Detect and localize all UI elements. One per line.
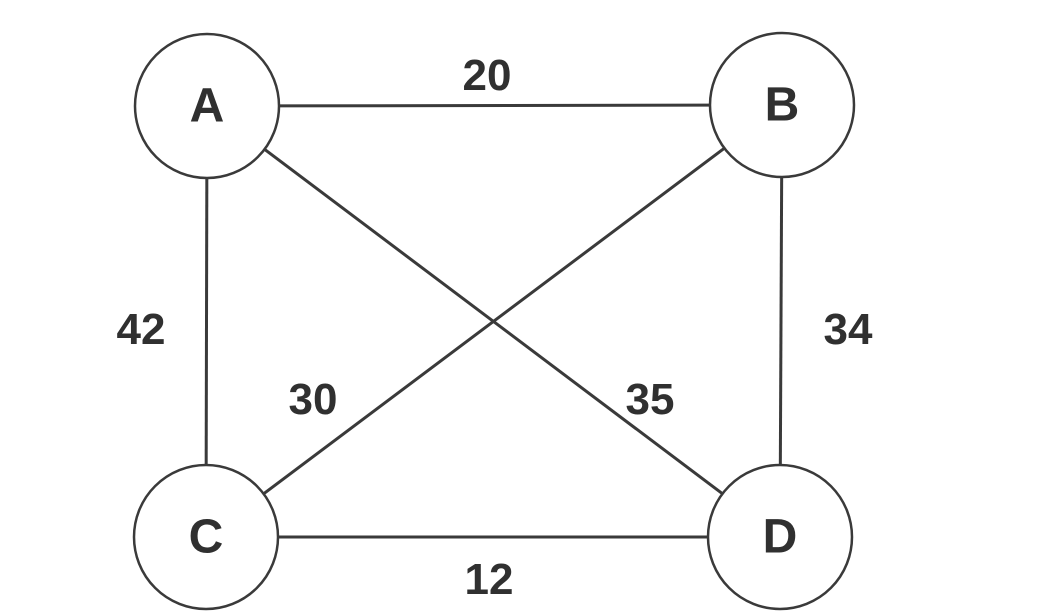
node-circle-B (708, 31, 856, 179)
node-circle-C (132, 463, 280, 611)
edge-weight-A-C: 42 (117, 305, 166, 354)
node-label-A: A (190, 80, 225, 133)
edge-A-B (206, 103, 783, 108)
edge-weight-B-C: 30 (289, 375, 338, 424)
node-label-C: C (189, 511, 224, 564)
node-label-B: B (765, 79, 800, 132)
node-circle-D (706, 463, 854, 611)
node-circle-A (133, 32, 281, 180)
edge-weight-C-D: 12 (465, 555, 514, 604)
edge-weight-A-D: 35 (626, 375, 675, 424)
node-label-D: D (763, 511, 798, 564)
edge-weight-B-D: 34 (824, 305, 873, 354)
edge-weight-A-B: 20 (463, 51, 512, 100)
edge-A-D (206, 104, 781, 539)
